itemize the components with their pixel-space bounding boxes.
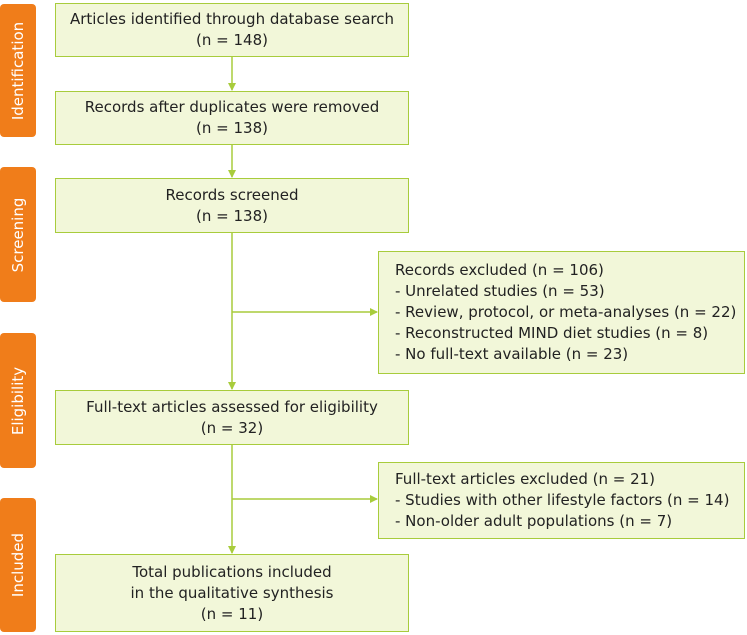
fulltext-excluded-title: Full-text articles excluded (n = 21) (395, 470, 656, 488)
records-excluded-box: Records excluded (n = 106) - Unrelated s… (378, 251, 745, 374)
phase-included: Included (0, 498, 36, 632)
included-text-1: Total publications included (132, 562, 332, 581)
fulltext-assessed-count: (n = 32) (200, 418, 264, 437)
duplicates-removed-text: Records after duplicates were removed (84, 98, 380, 116)
phase-identification: Identification (0, 4, 36, 137)
included-box: Total publications included in the quali… (55, 554, 409, 632)
fulltext-excluded-item: - Non-older adult populations (n = 7) (395, 512, 673, 530)
records-excluded-title: Records excluded (n = 106) (395, 261, 604, 279)
records-excluded-item: - No full-text available (n = 23) (395, 345, 629, 363)
phase-screening: Screening (0, 167, 36, 302)
identified-count: (n = 148) (196, 31, 268, 49)
phase-eligibility: Eligibility (0, 333, 36, 468)
identified-text: Articles identified through database sea… (70, 10, 394, 28)
included-text-2: in the qualitative synthesis (130, 583, 334, 602)
fulltext-assessed-box: Full-text articles assessed for eligibil… (55, 390, 409, 445)
fulltext-excluded-item: - Studies with other lifestyle factors (… (395, 491, 730, 509)
fulltext-assessed-text: Full-text articles assessed for eligibil… (86, 397, 378, 416)
duplicates-removed-box: Records after duplicates were removed (n… (55, 91, 409, 145)
screened-count: (n = 138) (196, 206, 268, 225)
records-excluded-item: - Unrelated studies (n = 53) (395, 282, 605, 300)
duplicates-removed-count: (n = 138) (196, 119, 268, 137)
records-excluded-item: - Reconstructed MIND diet studies (n = 8… (395, 324, 709, 342)
screened-text: Records screened (165, 185, 299, 204)
screened-box: Records screened (n = 138) (55, 178, 409, 233)
identified-box: Articles identified through database sea… (55, 3, 409, 57)
included-count: (n = 11) (200, 604, 264, 623)
records-excluded-item: - Review, protocol, or meta-analyses (n … (395, 303, 737, 321)
fulltext-excluded-box: Full-text articles excluded (n = 21) - S… (378, 462, 745, 539)
